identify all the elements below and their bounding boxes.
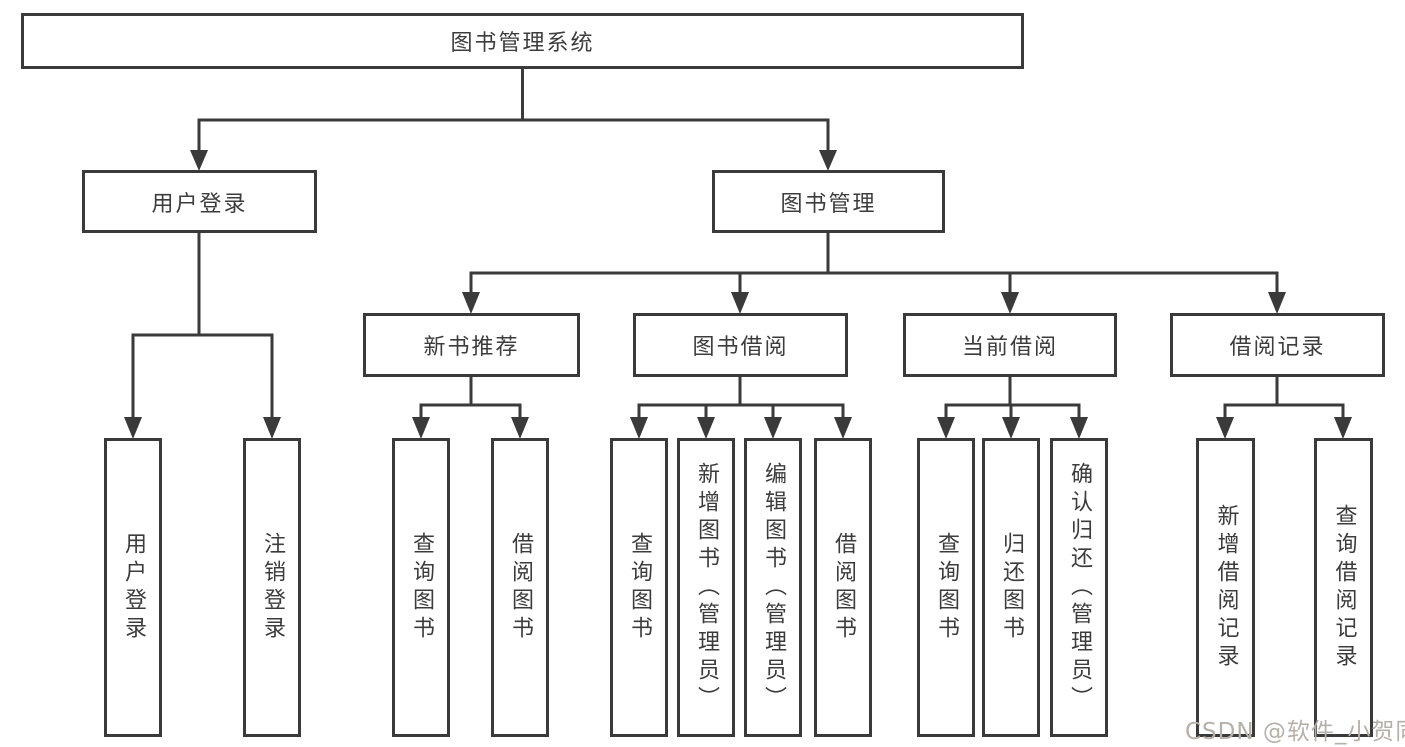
node-current-borrowing: 当前借阅 xyxy=(903,313,1117,377)
node-label: 编辑图书（管理员） xyxy=(761,461,786,714)
node-label: 注销登录 xyxy=(260,531,285,644)
leaf-confirm-return-admin: 确认归还（管理员） xyxy=(1050,438,1108,737)
leaf-query-books-current: 查询图书 xyxy=(917,438,975,737)
leaf-add-books-admin: 新增图书（管理员） xyxy=(677,438,735,737)
node-label: 当前借阅 xyxy=(961,335,1058,360)
node-label: 新增图书（管理员） xyxy=(694,461,719,714)
node-label: 查询图书 xyxy=(409,531,434,644)
leaf-borrow-books-recommend: 借阅图书 xyxy=(491,438,549,737)
node-label: 借阅图书 xyxy=(508,531,533,644)
leaf-query-books-recommend: 查询图书 xyxy=(392,438,450,737)
leaf-edit-books-admin: 编辑图书（管理员） xyxy=(744,438,802,737)
node-label: 图书管理 xyxy=(780,191,877,217)
node-label: 用户登录 xyxy=(121,531,146,644)
node-label: 图书管理系统 xyxy=(450,31,595,56)
node-label: 新增借阅记录 xyxy=(1213,503,1239,672)
leaf-user-login: 用户登录 xyxy=(104,438,162,737)
leaf-return-books: 归还图书 xyxy=(982,438,1040,737)
node-label: 查询借阅记录 xyxy=(1331,503,1357,672)
node-borrowing-records: 借阅记录 xyxy=(1170,313,1385,377)
leaf-query-borrow-record: 查询借阅记录 xyxy=(1314,438,1373,737)
node-book-borrowing: 图书借阅 xyxy=(633,313,848,377)
node-label: 确认归还（管理员） xyxy=(1067,461,1092,714)
node-label: 归还图书 xyxy=(999,531,1024,644)
leaf-query-books-borrowing: 查询图书 xyxy=(610,438,668,737)
leaf-add-borrow-record: 新增借阅记录 xyxy=(1196,438,1255,737)
node-label: 查询图书 xyxy=(627,531,652,644)
node-label: 图书借阅 xyxy=(692,335,789,360)
node-library-management-system: 图书管理系统 xyxy=(21,13,1024,69)
node-new-book-recommend: 新书推荐 xyxy=(363,313,580,377)
node-label: 用户登录 xyxy=(151,191,248,217)
leaf-logout: 注销登录 xyxy=(243,438,301,737)
node-label: 查询图书 xyxy=(934,531,959,644)
csdn-watermark: CSDN @软件_小贺同学 xyxy=(1185,719,1405,745)
node-user-login: 用户登录 xyxy=(82,170,317,233)
arrowhead-group xyxy=(124,150,1352,439)
node-label: 新书推荐 xyxy=(423,335,520,360)
node-book-management: 图书管理 xyxy=(712,170,945,233)
node-label: 借阅记录 xyxy=(1229,335,1326,360)
node-label: 借阅图书 xyxy=(831,531,856,644)
leaf-borrow-books: 借阅图书 xyxy=(814,438,872,737)
